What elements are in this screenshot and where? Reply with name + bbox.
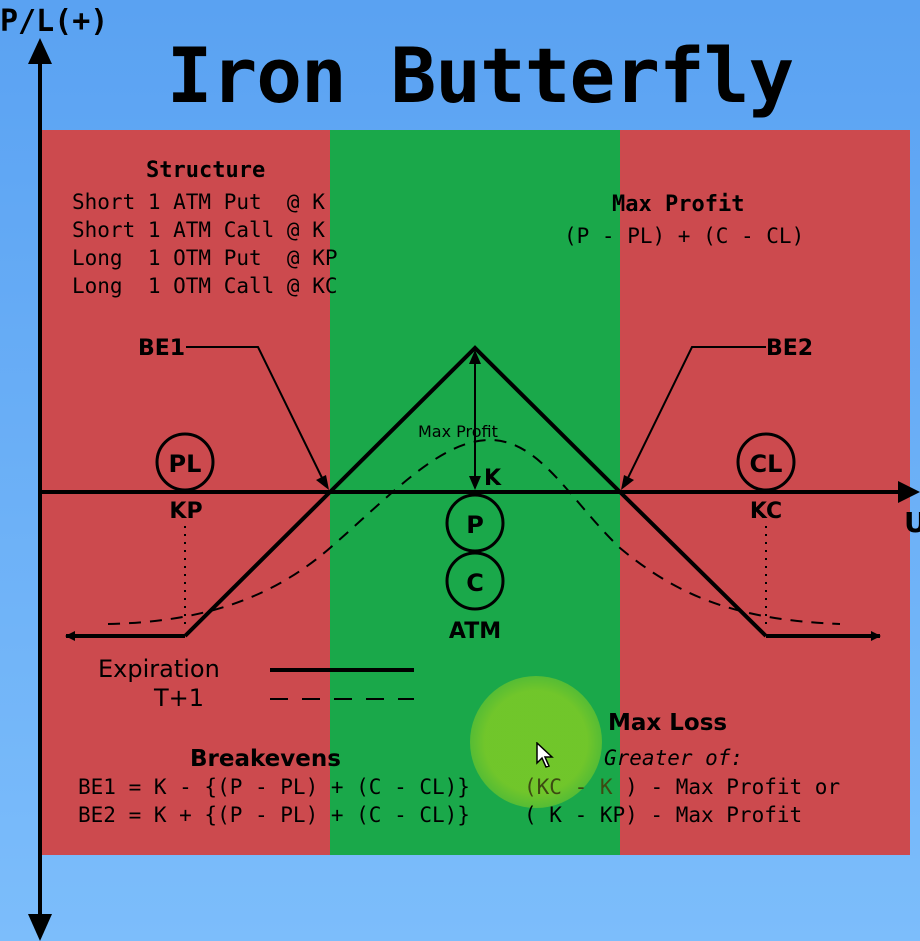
structure-line-3: Long 1 OTM Put @ KP (72, 246, 338, 270)
be2-leader (624, 346, 766, 485)
be1-label: BE1 (138, 336, 185, 361)
legend-expiration-label: Expiration (98, 655, 220, 683)
breakevens-heading: Breakevens (190, 746, 341, 772)
structure-line-4: Long 1 OTM Call @ KC (72, 274, 338, 298)
be2-label: BE2 (766, 336, 813, 361)
p-label: P (466, 511, 484, 539)
page-title: Iron Butterfly (166, 31, 795, 120)
max-profit-label: Max Profit (418, 422, 498, 441)
y-axis-arrow-bottom (28, 914, 52, 941)
pl-label: PL (169, 450, 202, 478)
legend-t-plus-1-label: T+1 (154, 684, 205, 712)
max-loss-heading: Max Loss (608, 710, 728, 736)
be2-arrowhead (621, 475, 634, 490)
x-axis-arrow (898, 481, 920, 503)
cursor-highlight (470, 676, 602, 808)
max-profit-formula: (P - PL) + (C - CL) (564, 224, 805, 248)
y-axis-arrow-top (28, 38, 52, 64)
k-label: K (484, 466, 502, 491)
x-axis-label: U (904, 506, 920, 539)
max-loss-kc-term: (KC - K (524, 775, 626, 799)
mouse-pointer-icon (536, 742, 554, 768)
be1-leader (186, 346, 326, 485)
y-axis-label: P/L(+) (0, 4, 109, 39)
expiration-payoff-line (183, 345, 768, 638)
max-profit-heading: Max Profit (612, 192, 745, 217)
p-circle (445, 493, 505, 553)
cl-label: CL (750, 450, 783, 478)
max-loss-subheading: Greater of: (604, 746, 744, 770)
structure-line-1: Short 1 ATM Put @ K (72, 190, 325, 214)
structure-heading: Structure (146, 158, 266, 183)
cl-circle (736, 432, 796, 492)
max-loss-line-1-rest: ) - Max Profit or (625, 775, 841, 799)
max-profit-arrow-top (469, 350, 481, 364)
max-profit-arrow-bottom (469, 476, 481, 490)
be1-formula: BE1 = K - {(P - PL) + (C - CL)} (78, 775, 470, 799)
kc-label: KC (750, 499, 782, 524)
be2-formula: BE2 = K + {(P - PL) + (C - CL)} (78, 803, 470, 827)
structure-line-2: Short 1 ATM Call @ K (72, 218, 325, 242)
be1-arrowhead (316, 475, 329, 490)
kp-label: KP (169, 499, 202, 524)
max-loss-line-1: (KC - K ) - Max Profit or (524, 773, 840, 801)
max-loss-line-2: ( K - KP) - Max Profit (524, 803, 803, 827)
atm-label: ATM (449, 619, 501, 644)
c-circle (445, 551, 505, 611)
c-label: C (466, 569, 484, 597)
pl-circle (155, 432, 215, 492)
